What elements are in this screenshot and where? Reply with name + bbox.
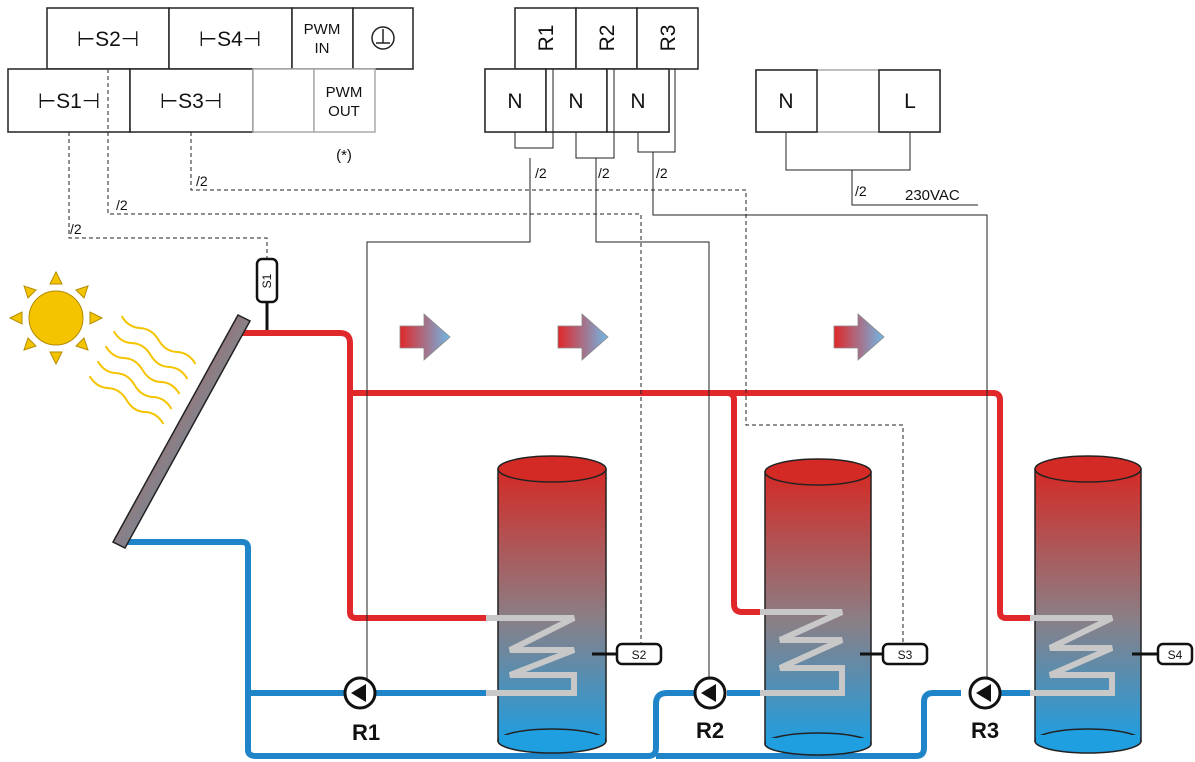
sensor-s1: S1 <box>255 257 279 330</box>
sensor-s1-label: S1 <box>260 273 274 288</box>
terminal-pwm-out <box>313 68 376 133</box>
wire-mark-r2: /2 <box>598 165 610 181</box>
terminal-r2 <box>575 7 638 70</box>
l-power-label: L <box>904 90 916 113</box>
terminal-r1 <box>514 7 577 70</box>
pump-r3: R3 <box>968 676 1002 743</box>
footnote-mark: (*) <box>336 147 352 164</box>
terminal-s2 <box>46 7 170 70</box>
voltage-label: 230VAC <box>905 187 960 204</box>
tank-1 <box>486 455 607 754</box>
pump-r1: R1 <box>343 676 380 745</box>
r2-terminal-label: R2 <box>596 25 619 52</box>
terminal-pwm-in <box>291 7 354 70</box>
power-terminal-block: N L <box>755 69 941 133</box>
s3-terminal-label: ⊢S3⊣ <box>160 90 222 113</box>
sensor-s2-label: S2 <box>632 648 647 662</box>
wire-mark-s3: /2 <box>196 173 208 189</box>
sensor-s4-label: S4 <box>1168 648 1183 662</box>
sensor-s2: S2 <box>592 642 663 666</box>
flow-arrow-1 <box>399 313 451 361</box>
solar-collector <box>111 314 252 549</box>
sensor-terminal-block: ⊢S2⊣ ⊢S4⊣ PWM IN ⊢S1⊣ ⊢S3⊣ PWM OUT (*) <box>7 7 414 164</box>
flow-arrows <box>399 313 885 361</box>
relay-terminal-block: R1 R2 R3 N N N <box>484 7 699 133</box>
n-power-label: N <box>778 90 793 113</box>
flow-arrow-3 <box>833 313 885 361</box>
sensor-s4: S4 <box>1132 642 1194 666</box>
n1-terminal-label: N <box>507 90 522 113</box>
terminal-s4 <box>168 7 293 70</box>
pwm-out-label-1: PWM <box>326 84 363 101</box>
wire-mark-s2: /2 <box>116 197 128 213</box>
pump-r2: R2 <box>693 676 727 743</box>
wire-mark-s1: /2 <box>70 221 82 237</box>
wire-mark-power: /2 <box>855 183 867 199</box>
s1-terminal-label: ⊢S1⊣ <box>38 90 100 113</box>
pwm-in-label-2: IN <box>315 40 330 57</box>
pump-r2-label: R2 <box>696 718 724 743</box>
s2-terminal-label: ⊢S2⊣ <box>77 28 139 51</box>
sensor-s3: S3 <box>860 642 929 666</box>
terminal-n2 <box>545 68 608 133</box>
pump-r1-label: R1 <box>352 720 380 745</box>
flow-arrow-2 <box>557 313 609 361</box>
sun-rays <box>88 315 197 425</box>
r1-terminal-label: R1 <box>535 25 558 52</box>
terminal-n3 <box>606 68 670 133</box>
pwm-out-label-2: OUT <box>328 103 360 120</box>
s4-terminal-label: ⊢S4⊣ <box>199 28 261 51</box>
pwm-in-label-1: PWM <box>304 21 341 38</box>
tank-2 <box>760 458 872 756</box>
sensor-wires <box>68 69 904 648</box>
hot-pipes <box>242 330 1035 621</box>
terminal-s3 <box>129 68 254 133</box>
relay-wires <box>366 69 988 681</box>
ground-icon <box>371 26 395 50</box>
tank-3 <box>1030 455 1142 754</box>
terminal-empty <box>252 68 315 133</box>
sensor-s3-label: S3 <box>898 648 913 662</box>
wire-mark-r1: /2 <box>535 165 547 181</box>
terminal-r3 <box>636 7 699 70</box>
r3-terminal-label: R3 <box>657 25 680 52</box>
n3-terminal-label: N <box>630 90 645 113</box>
wire-mark-r3: /2 <box>656 165 668 181</box>
n2-terminal-label: N <box>568 90 583 113</box>
pump-r3-label: R3 <box>971 718 999 743</box>
sun-icon <box>8 270 104 366</box>
